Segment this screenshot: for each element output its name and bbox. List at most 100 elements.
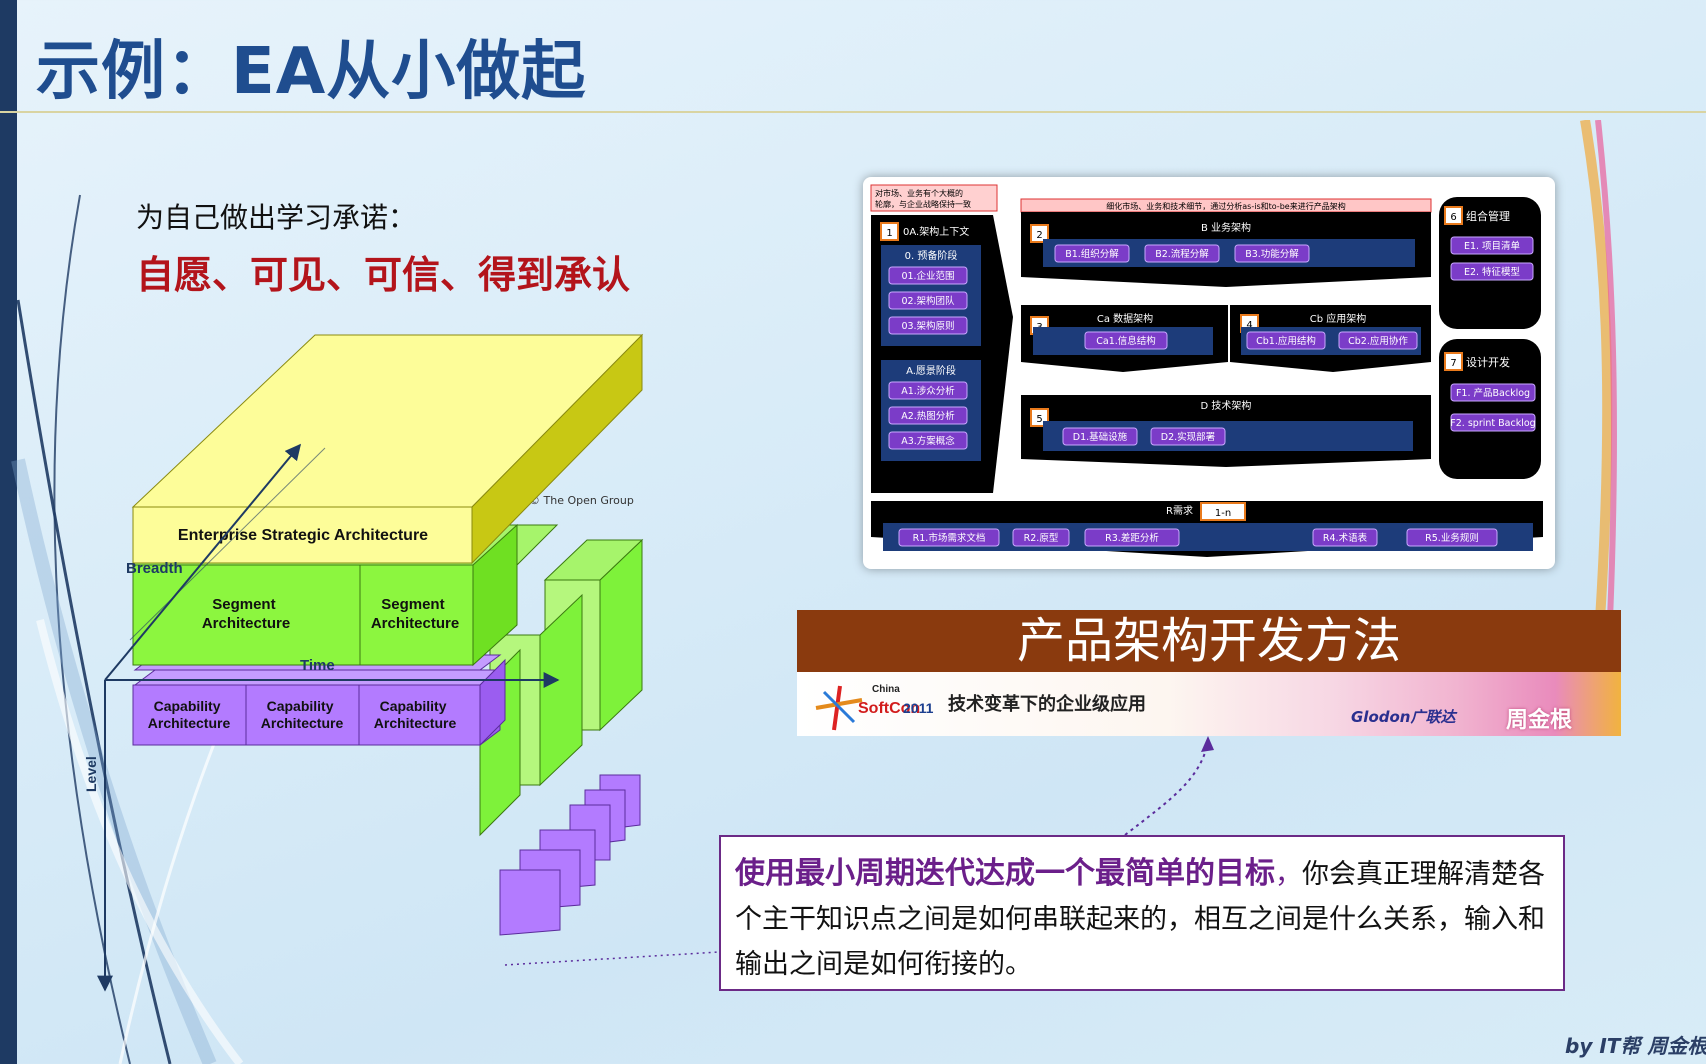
author-signature: by IT帮 周金根 <box>1565 1034 1706 1058</box>
requirements-item-0-box <box>898 528 1000 547</box>
section-7-num: 7 <box>1450 358 1456 369</box>
strategic-slab <box>131 333 644 565</box>
section-6-item-0-box <box>1450 236 1534 255</box>
capability-label-2: Capability Architecture <box>261 698 344 731</box>
requirements-tag: 1-n <box>1215 508 1231 519</box>
conference-slogan: 技术变革下的企业级应用 <box>948 694 1146 715</box>
logo-year: 2011 <box>903 700 934 716</box>
logo-country: China <box>872 684 900 695</box>
product-architecture-banner <box>797 610 1621 672</box>
section-1-item-0-0: 01.企业范围 <box>901 270 954 282</box>
breadth-axis <box>104 443 302 681</box>
segment-label-1: Segment Architecture <box>202 596 290 632</box>
section-6-item-1: E2. 特征模型 <box>1464 266 1521 278</box>
section-4-item-1: Cb2.应用协作 <box>1348 335 1408 347</box>
section-1-item-0-2-box <box>888 316 968 335</box>
speaker-name: 周金根 <box>1506 708 1573 733</box>
level-axis-label: Level <box>83 756 99 792</box>
requirements-item-4-box <box>1406 528 1498 547</box>
section-7-item-1: F2. sprint Backlog <box>1450 418 1535 429</box>
figure-copyright: © The Open Group <box>529 494 634 507</box>
segment-label-2: Segment Architecture <box>371 596 459 632</box>
section-2-item-0: B1.组织分解 <box>1065 248 1119 260</box>
requirements-item-3-box <box>1312 528 1378 547</box>
section-6-item-1-box <box>1450 262 1534 281</box>
requirements-item-4: R5.业务规则 <box>1425 532 1479 544</box>
section-1-item-0-0-box <box>888 266 968 285</box>
capability-label-1-line1: Capability <box>154 698 221 714</box>
section-2-item-1: B2.流程分解 <box>1155 248 1209 260</box>
section-4-num: 4 <box>1246 320 1252 331</box>
capability-label-1: Capability Architecture <box>148 698 231 731</box>
section-3-item-0: Ca1.信息结构 <box>1096 335 1156 347</box>
section-2-num-box <box>1030 224 1049 243</box>
requirements-item-1: R2.原型 <box>1024 533 1059 544</box>
section-4-item-0: Cb1.应用结构 <box>1256 335 1316 347</box>
section-3-title: Ca 数据架构 <box>1097 312 1153 325</box>
section-6-item-0: E1. 项目清单 <box>1464 240 1521 252</box>
capability-back-rows <box>499 774 641 936</box>
callout-emphasis: 使用最小周期迭代达成一个最简单的目标 <box>735 856 1275 891</box>
section-2-item-1-box <box>1144 244 1220 263</box>
title-underline <box>0 111 1706 113</box>
section-3-item-0-box <box>1084 331 1168 350</box>
section-6-title: 组合管理 <box>1466 209 1510 223</box>
capability-label-1-line2: Architecture <box>148 715 231 731</box>
section-7-title: 设计开发 <box>1466 355 1510 369</box>
section-7-num-box <box>1444 352 1463 371</box>
capability-front-row <box>132 654 506 747</box>
section-5-item-1-box <box>1150 427 1226 446</box>
requirements-item-2: R3.差距分析 <box>1105 532 1159 544</box>
ea-layer-figure: Capability Architecture Capability Archi… <box>83 333 644 992</box>
commitment-label: 为自己做出学习承诺： <box>136 201 417 234</box>
section-1-item-1-1: A2.热图分析 <box>901 410 955 422</box>
conference-strip <box>797 672 1621 736</box>
header-note-left-line2: 轮廓，与企业战略保持一致 <box>875 199 971 209</box>
section-2-item-2: B3.功能分解 <box>1245 248 1299 260</box>
requirements-item-2-box <box>1084 528 1180 547</box>
header-note-center: 细化市场、业务和技术细节，通过分析as-is和to-be来进行产品架构 <box>1106 201 1345 211</box>
requirements-item-0: R1.市场需求文档 <box>913 532 986 544</box>
right-decor-swoosh <box>1580 120 1617 620</box>
product-architecture-title: 产品架构开发方法 <box>1016 613 1401 669</box>
callout-text: 使用最小周期迭代达成一个最简单的目标，你会真正理解清楚各个主干知识点之间是如何串… <box>735 851 1555 987</box>
header-note-left-box <box>870 184 998 212</box>
section-1-item-1-0-box <box>888 381 968 400</box>
section-1-num-box <box>880 222 899 241</box>
section-7-item-0: F1. 产品Backlog <box>1456 387 1530 399</box>
section-1-item-1-1-box <box>888 406 968 425</box>
section-7-item-1-box <box>1450 413 1536 432</box>
section-1-title: 0A.架构上下文 <box>903 225 969 238</box>
section-4-title: Cb 应用架构 <box>1310 312 1367 325</box>
slide-title: 示例：EA从小做起 <box>36 35 587 109</box>
requirements-title: R需求 <box>1166 505 1193 517</box>
section-1-item-0-1: 02.架构团队 <box>901 295 955 307</box>
section-5-item-0: D1.基础设施 <box>1073 431 1128 443</box>
section-2-item-2-box <box>1234 244 1310 263</box>
callout-body: 你会真正理解清楚各个主干知识点之间是如何串联起来的，相互之间是什么关系，输入和输… <box>735 859 1545 980</box>
section-5-item-1: D2.实现部署 <box>1161 431 1215 443</box>
section-5-num: 5 <box>1036 414 1042 425</box>
callout-box <box>719 835 1565 991</box>
section-5-item-0-box <box>1062 427 1138 446</box>
section-4-item-1-box <box>1338 331 1418 350</box>
product-architecture-diagram: 对市场、业务有个大概的轮廓，与企业战略保持一致 细化市场、业务和技术细节，通过分析… <box>863 177 1555 569</box>
callout-comma: ， <box>1275 859 1302 890</box>
header-note-left-line1: 对市场、业务有个大概的 <box>875 188 963 198</box>
section-6-num: 6 <box>1450 212 1456 223</box>
section-2-item-0-box <box>1054 244 1130 263</box>
section-1-num: 1 <box>886 228 892 239</box>
section-2-num: 2 <box>1036 230 1042 241</box>
section-1-item-1-2: A3.方案概念 <box>901 435 955 447</box>
section-7-panel <box>1439 339 1541 479</box>
requirements-item-3: R4.术语表 <box>1323 532 1368 544</box>
left-accent-bar <box>0 0 17 1064</box>
strategic-label: Enterprise Strategic Architecture <box>178 527 428 544</box>
section-7-item-0-box <box>1450 383 1536 402</box>
section-5-title: D 技术架构 <box>1201 399 1252 412</box>
requirements-item-1-box <box>1012 528 1070 547</box>
requirements-tag-box <box>1200 502 1246 521</box>
section-1-item-1-2-box <box>888 431 968 450</box>
sponsor-logo: Glodon广联达 <box>1351 708 1456 726</box>
